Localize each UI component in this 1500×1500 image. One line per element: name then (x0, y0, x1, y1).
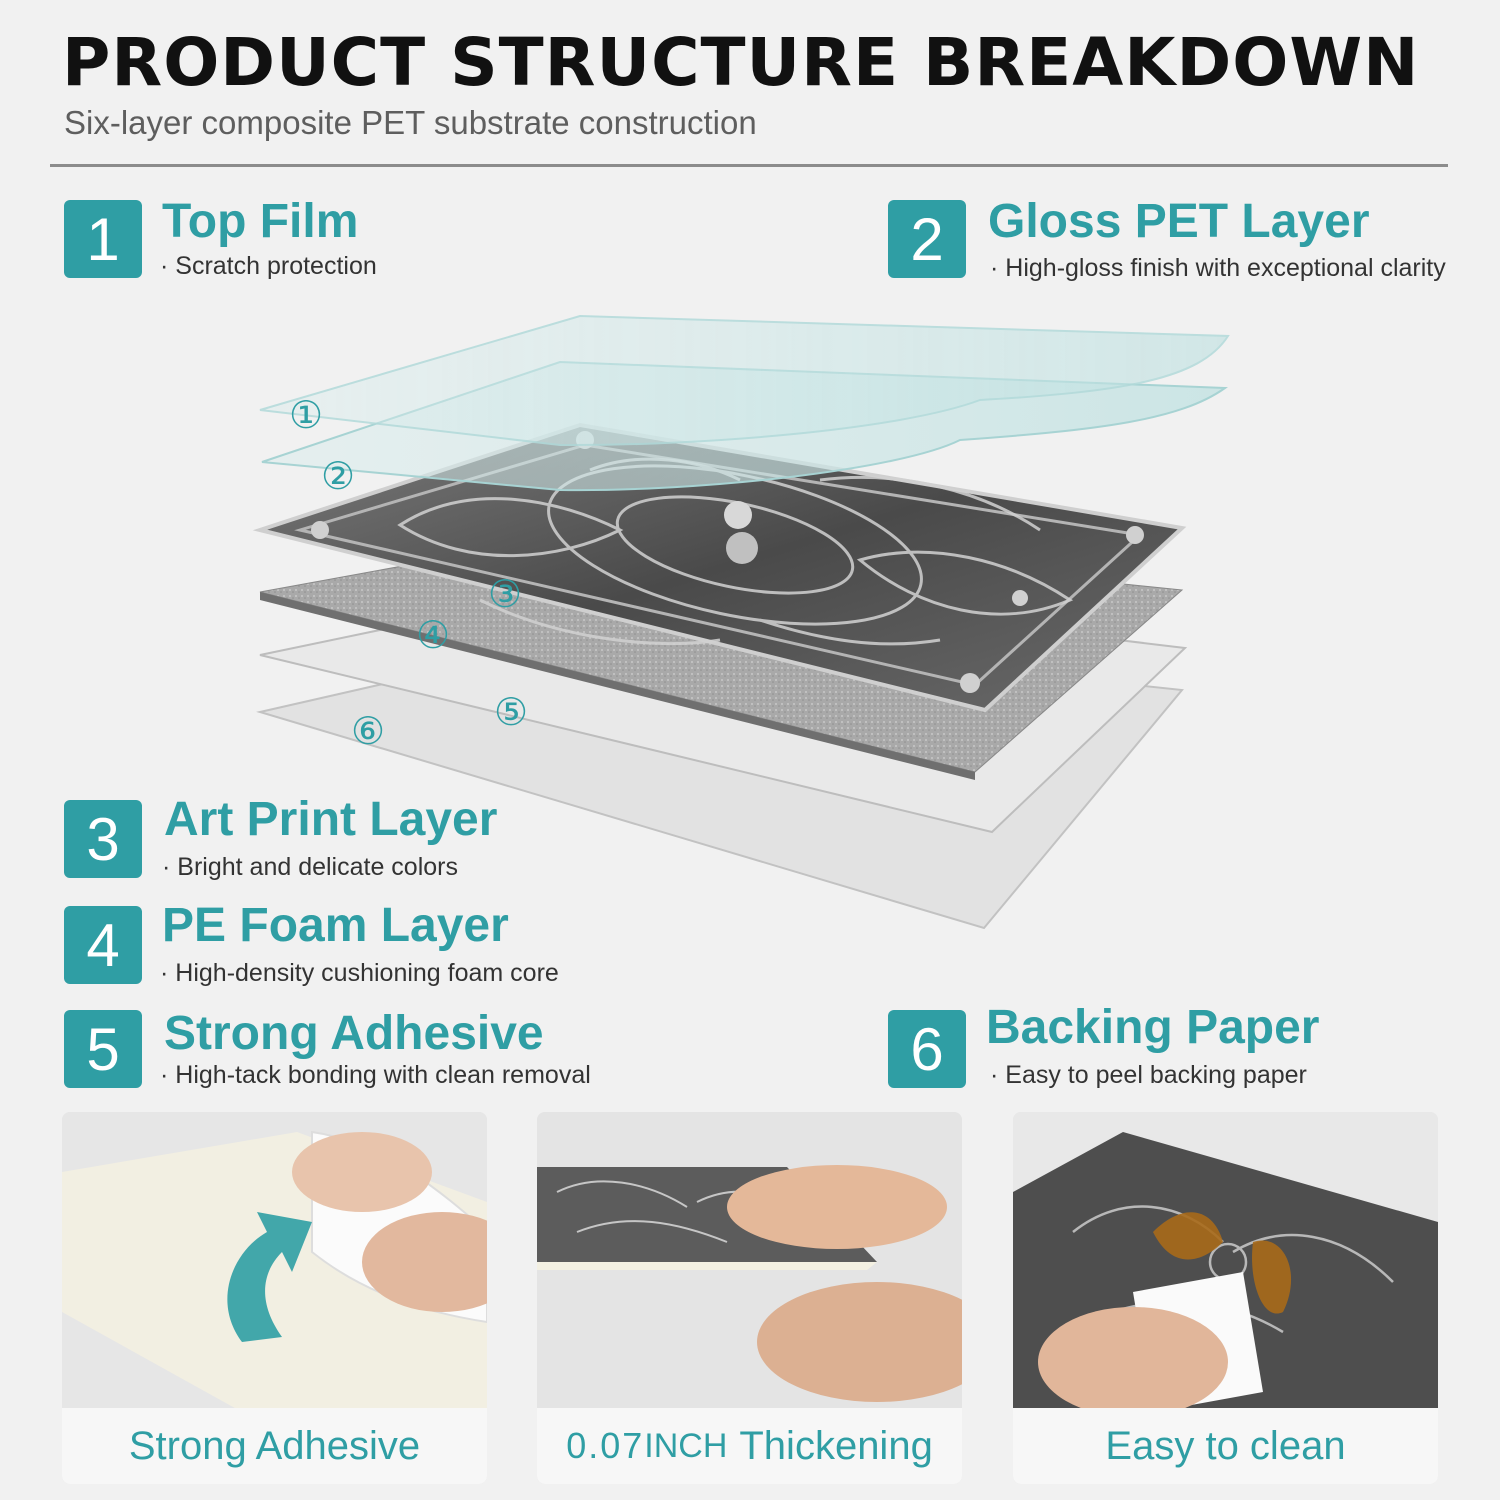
feature-thickness: 0.07 INCH Thickening (537, 1112, 962, 1484)
marker-3: ③ (488, 572, 522, 616)
peel-arrow-icon (227, 1212, 312, 1342)
marker-1: ① (289, 393, 323, 437)
layer-3-description: Bright and delicate colors (162, 853, 458, 882)
layer-stack-diagram: ① ② ③ ④ ⑤ ⑥ (252, 314, 1230, 930)
top-film (259, 314, 1230, 447)
header-divider (50, 164, 1448, 167)
layer-3-title: Art Print Layer (164, 793, 498, 846)
layer-4-title: PE Foam Layer (162, 899, 509, 952)
feature-caption: Easy to clean (1013, 1408, 1438, 1484)
feature-caption: Strong Adhesive (62, 1408, 487, 1484)
feature-caption-thickness: 0.07 INCH Thickening (537, 1408, 962, 1484)
layer-4-description: High-density cushioning foam core (160, 959, 559, 988)
feature-easy-clean: Easy to clean (1013, 1112, 1438, 1484)
marker-5: ⑤ (494, 690, 528, 734)
layer-2-badge: 2 (888, 200, 966, 278)
marker-6: ⑥ (351, 709, 385, 753)
layer-6-title: Backing Paper (986, 1001, 1320, 1054)
marker-4: ④ (416, 613, 450, 657)
thickness-unit: INCH (644, 1426, 728, 1465)
layer-5-title: Strong Adhesive (164, 1007, 544, 1060)
thickness-label: Thickening (739, 1423, 933, 1468)
layer-1-title: Top Film (162, 195, 359, 248)
layer-2-description: High-gloss finish with exceptional clari… (990, 254, 1445, 283)
layer-5-description: High-tack bonding with clean removal (160, 1061, 591, 1090)
layer-1-description: Scratch protection (160, 252, 377, 281)
layer-6-description: Easy to peel backing paper (990, 1061, 1307, 1090)
layer-3-badge: 3 (64, 800, 142, 878)
feature-strong-adhesive: Strong Adhesive (62, 1112, 487, 1484)
page-subtitle: Six-layer composite PET substrate constr… (64, 104, 757, 141)
layer-2-title: Gloss PET Layer (988, 195, 1370, 248)
layer-5-badge: 5 (64, 1010, 142, 1088)
layer-1-badge: 1 (64, 200, 142, 278)
marker-2: ② (321, 454, 355, 498)
thickness-value: 0.07 (566, 1425, 645, 1466)
page-title: PRODUCT STRUCTURE BREAKDOWN (62, 24, 1420, 101)
layer-4-badge: 4 (64, 906, 142, 984)
layer-6-badge: 6 (888, 1010, 966, 1088)
